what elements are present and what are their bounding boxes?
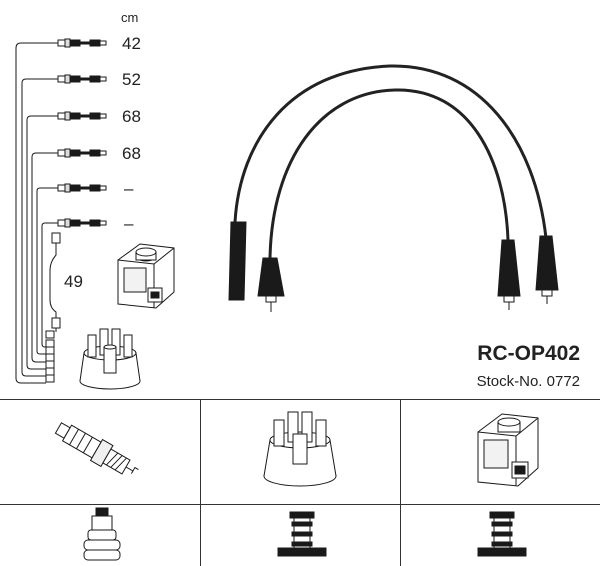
parts-grid [0,399,600,566]
length-label: 68 [122,144,141,163]
ignition-coil-icon [477,413,539,487]
length-label: 68 [122,107,141,126]
lead-brackets [15,42,46,384]
terminal-stack [45,330,55,383]
length-label: 42 [122,34,141,53]
distributor-cap-icon [79,328,141,390]
spark-plug-icon [54,422,139,475]
plug-connector-icon [83,507,121,561]
coil-lead-icon [49,232,61,332]
stock-number: Stock-No. 0772 [477,373,580,390]
length-label: – [124,179,134,198]
length-label: – [124,214,134,233]
coil-lead-length-label: 49 [64,272,83,291]
ignition-cable-icon [46,38,107,228]
ignition-coil-icon [117,243,175,309]
cap-connector-icon [277,511,327,557]
length-label: 52 [122,70,141,89]
coil-connector-icon [477,511,527,557]
long-ignition-cable [228,64,559,312]
distributor-cap-icon [263,411,337,487]
cable-length-labels: 42 52 68 68 – – [122,34,141,233]
unit-label: cm [121,10,138,25]
cable-length-chart: cm [15,10,559,390]
product-code: RC-OP402 [477,342,580,365]
